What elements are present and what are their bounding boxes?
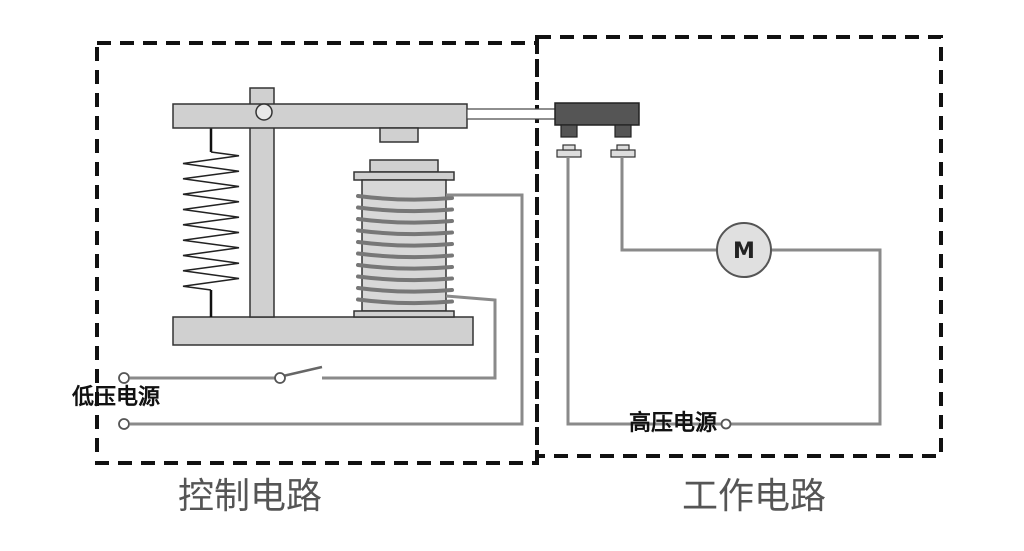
high-voltage-terminal	[720, 418, 732, 430]
coil-windings	[356, 194, 454, 306]
motor-icon	[716, 222, 772, 278]
coil-turn	[356, 251, 454, 260]
armature-lever	[172, 103, 468, 129]
coil-turn	[356, 297, 454, 306]
control-circuit-label: 控制电路	[178, 476, 322, 517]
connecting-rod	[466, 108, 558, 120]
working-circuit-boundary	[535, 35, 943, 458]
magnet-top-flange	[353, 171, 455, 181]
working-circuit-wires	[566, 157, 882, 426]
spring	[182, 127, 240, 317]
movable-contact-right	[614, 124, 632, 138]
movable-contact-bar	[554, 102, 640, 126]
magnet-core-top-cap	[369, 159, 439, 173]
coil-turn	[356, 194, 454, 202]
magnet-bottom-flange	[353, 310, 455, 318]
pivot-pin	[255, 103, 273, 121]
coil-turn	[356, 217, 454, 225]
motor-label: M	[733, 239, 755, 264]
low-voltage-terminal-top	[118, 372, 130, 384]
armature-block	[379, 127, 419, 143]
control-circuit-wires	[130, 193, 524, 426]
working-circuit-label: 工作电路	[682, 476, 826, 517]
high-voltage-source-label: 高压电源	[629, 410, 717, 436]
switch-pivot	[274, 372, 286, 384]
switch-blade	[282, 365, 323, 378]
movable-contact-left	[560, 124, 578, 138]
coil-turn	[356, 274, 454, 283]
coil-turn	[356, 240, 454, 248]
coil-turn	[356, 286, 454, 294]
relay-base	[172, 316, 474, 346]
coil-turn	[356, 205, 454, 214]
coil-turn	[356, 263, 454, 271]
coil-turn	[356, 228, 454, 237]
static-contact-right	[610, 144, 636, 158]
low-voltage-source-label: 低压电源	[71, 384, 160, 410]
static-contact-left	[556, 144, 582, 158]
low-voltage-terminal-bottom	[118, 418, 130, 430]
